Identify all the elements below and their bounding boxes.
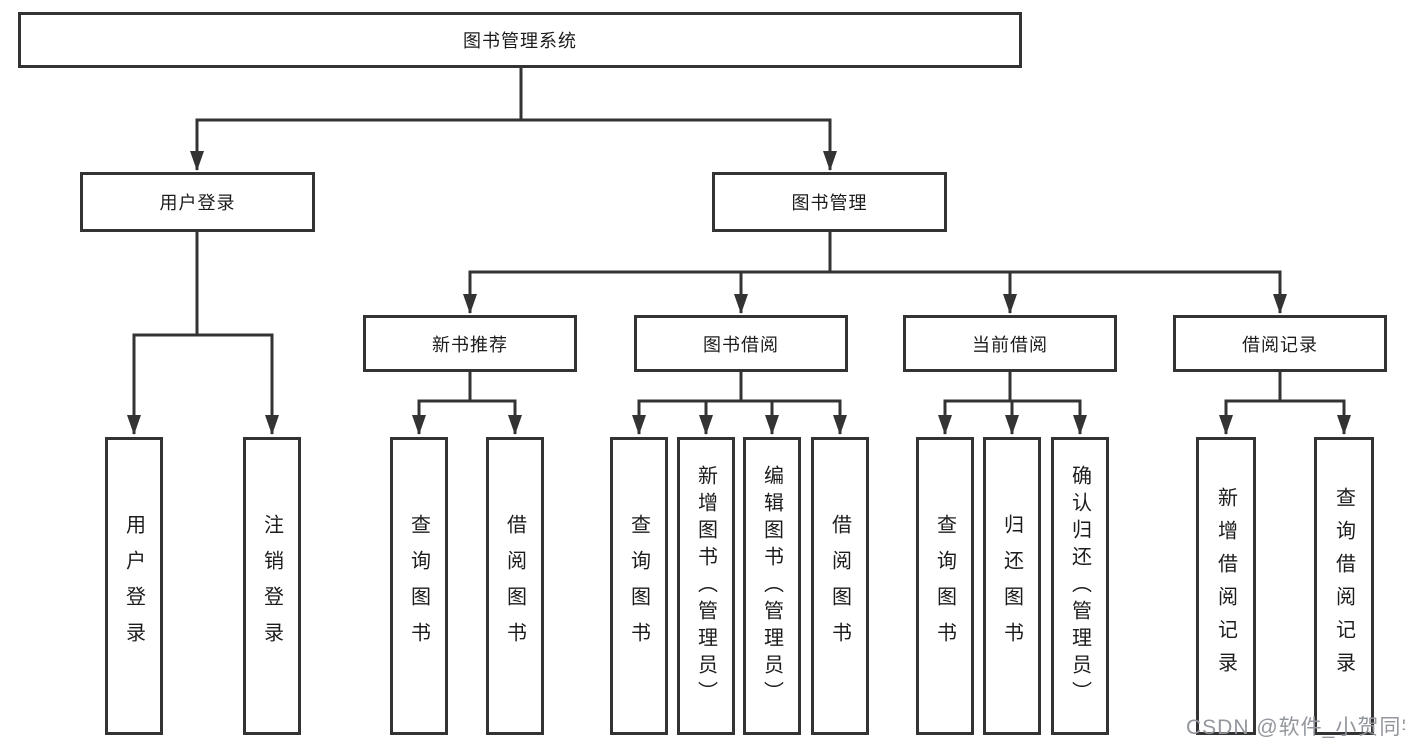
node-borrow-books-leaf: 借阅图书: [811, 437, 869, 735]
node-query-books-borrowing: 查询图书: [610, 437, 668, 735]
node-user-login-branch: 用户登录: [80, 172, 315, 232]
node-borrowing-records: 借阅记录: [1173, 315, 1387, 372]
node-book-borrowing: 图书借阅: [634, 315, 848, 372]
node-confirm-return-admin: 确认归还（管理员）: [1051, 437, 1109, 735]
node-new-book-recommendation: 新书推荐: [363, 315, 577, 372]
node-library-management-system: 图书管理系统: [18, 12, 1022, 68]
node-add-borrow-record: 新增借阅记录: [1196, 437, 1256, 735]
node-current-borrowing: 当前借阅: [903, 315, 1117, 372]
node-query-books-recommend: 查询图书: [390, 437, 448, 735]
node-edit-book-admin: 编辑图书（管理员）: [743, 437, 801, 735]
node-return-book: 归还图书: [983, 437, 1041, 735]
csdn-watermark: CSDN @软件_小贺同学: [1186, 716, 1405, 739]
node-query-borrow-record: 查询借阅记录: [1314, 437, 1374, 735]
node-logout: 注销登录: [243, 437, 301, 735]
node-user-login-leaf: 用户登录: [105, 437, 163, 735]
node-query-books-current: 查询图书: [916, 437, 974, 735]
node-add-book-admin: 新增图书（管理员）: [677, 437, 735, 735]
node-borrow-books-recommend: 借阅图书: [486, 437, 544, 735]
node-book-management-branch: 图书管理: [712, 172, 947, 232]
